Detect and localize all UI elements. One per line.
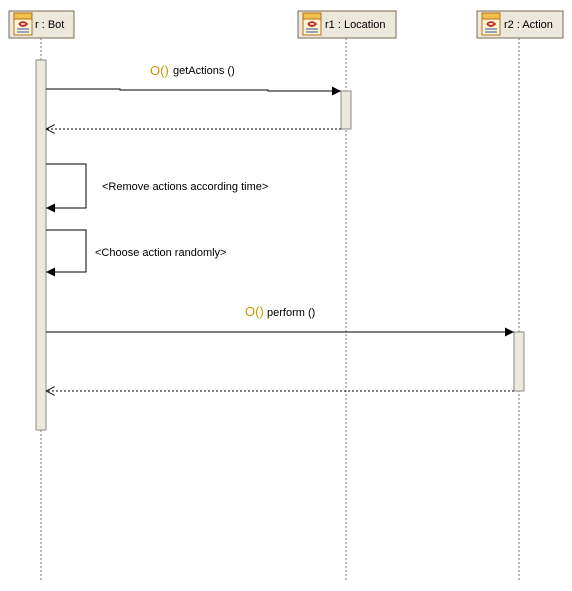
- lifeline-label: r2 : Action: [504, 19, 553, 31]
- self-message-arrow: [46, 229, 87, 277]
- message-getactions[interactable]: O() getActions (): [46, 63, 341, 96]
- lifeline-label: r1 : Location: [325, 19, 386, 31]
- message-label: getActions (): [173, 65, 235, 77]
- class-icon: [481, 12, 501, 36]
- message-label: <Remove actions according time>: [102, 181, 268, 193]
- message-perform[interactable]: O() perform (): [46, 304, 514, 337]
- message-remove-actions[interactable]: <Remove actions according time>: [46, 163, 268, 213]
- message-arrow: [46, 86, 341, 96]
- message-choose-action[interactable]: <Choose action randomly>: [46, 229, 226, 277]
- message-label: <Choose action randomly>: [95, 247, 226, 259]
- operation-icon: O(): [245, 304, 264, 319]
- message-label: perform (): [267, 307, 315, 319]
- lifeline-header-action[interactable]: r2 : Action: [476, 10, 564, 39]
- class-icon: [302, 12, 322, 36]
- activation-bar-bot: [35, 59, 47, 431]
- self-message-arrow: [46, 163, 87, 213]
- operation-icon: O(): [150, 63, 169, 78]
- class-icon: [13, 12, 33, 36]
- activation-bar-location: [340, 90, 352, 130]
- lifeline-header-location[interactable]: r1 : Location: [297, 10, 397, 39]
- lifeline-label: r : Bot: [35, 19, 64, 31]
- lifeline-header-bot[interactable]: r : Bot: [8, 10, 75, 39]
- activation-bar-action: [513, 331, 525, 392]
